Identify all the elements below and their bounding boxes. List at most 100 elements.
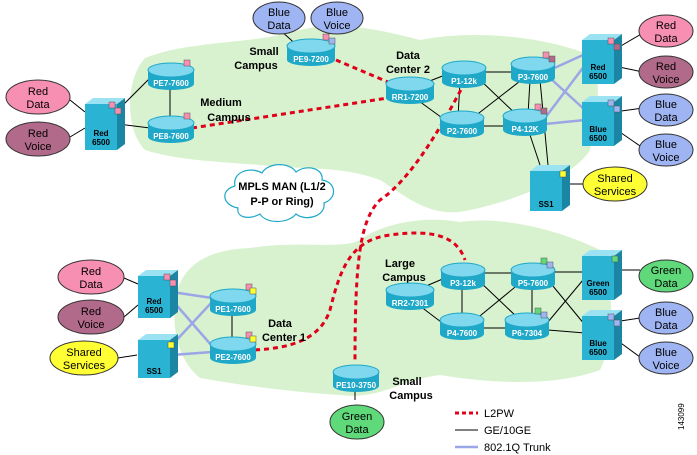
link-reddata-redsw xyxy=(69,99,86,113)
endpoint-blue-data-dc2: Blue Data xyxy=(638,93,694,127)
endpoint-blue-voice-top-1: Blue xyxy=(326,7,348,19)
endpoint-green-data-large: Green Data xyxy=(638,259,694,293)
link-p5-bluesw xyxy=(547,279,586,326)
router-pe10: PE10-3750 xyxy=(332,364,380,392)
router-p4-top-label: P4-12K xyxy=(511,125,538,134)
trunk-pe1-redsw xyxy=(171,290,213,300)
label-small-campus-top-2: Campus xyxy=(234,60,277,72)
endpoint-blue-data-large: Blue Data xyxy=(638,301,694,335)
label-dc1-2: Center 1 xyxy=(262,332,306,344)
endpoint-blue-voice-dc2-2: Voice xyxy=(653,152,680,164)
endpoint-green-data-bottom: Green Data xyxy=(329,404,385,440)
label-dc1-1: Data xyxy=(268,318,293,330)
router-p3-top: P3-7600 xyxy=(510,51,556,84)
endpoint-green-data-bottom-1: Green xyxy=(342,411,373,423)
link-reddata-dc1 xyxy=(123,277,139,285)
endpoint-blue-voice-top-2: Voice xyxy=(324,20,351,32)
endpoint-red-data-left-2: Data xyxy=(26,99,50,111)
router-pe2: PE2-7600 xyxy=(209,331,257,364)
endpoint-red-data-dc2-1: Red xyxy=(656,20,676,32)
endpoint-red-voice-left: Red Voice xyxy=(5,121,71,157)
router-p1: P1-12k xyxy=(441,60,487,88)
endpoint-red-voice-dc1: Red Voice xyxy=(57,299,125,335)
switches: Red 6500 Red 6500 Blue 6500 S xyxy=(85,34,622,378)
switch-ss1-dc2: SS1 xyxy=(530,165,570,211)
l2pw-pe9-rr1 xyxy=(335,58,389,84)
switch-red-dc1-label-1: Red xyxy=(146,297,161,306)
trunk-links xyxy=(171,53,586,357)
router-pe7-label: PE7-7600 xyxy=(153,79,189,88)
switch-red-left-label-1: Red xyxy=(93,129,108,138)
switch-ss1-dc1: SS1 xyxy=(138,334,178,378)
switch-green-large-label-1: Green xyxy=(586,279,609,288)
router-rr1: RR1-7200 xyxy=(385,76,435,104)
switch-green-large-label-2: 6500 xyxy=(589,288,607,297)
router-pe8: PE8-7600 xyxy=(147,112,195,143)
router-pe9-label: PE9-7200 xyxy=(293,55,329,64)
endpoint-blue-data-top: Blue Data xyxy=(252,1,306,35)
l2pw-pe2-p3l xyxy=(254,231,467,352)
switch-blue-large-label-2: 6500 xyxy=(589,348,607,357)
trunk-pe2-ss1 xyxy=(171,350,213,357)
trunk-p3-bluesw xyxy=(549,77,586,111)
router-p6-label: P6-7304 xyxy=(512,329,543,338)
link-redvoice-dc1 xyxy=(123,304,139,318)
switch-red-left-label-2: 6500 xyxy=(92,138,110,147)
mpls-cloud-label-1: MPLS MAN (L1/2 xyxy=(238,181,325,193)
legend: L2PW GE/10GE 802.1Q Trunk xyxy=(455,408,551,454)
link-shared-ss1-dc1 xyxy=(117,354,138,359)
switch-ss1-dc1-label: SS1 xyxy=(146,367,162,376)
endpoint-shared-dc1-2: Services xyxy=(63,360,106,372)
router-p4-large-label: P4-7600 xyxy=(447,329,478,338)
switch-ss1-dc2-label: SS1 xyxy=(538,200,554,209)
router-rr2: RR2-7301 xyxy=(385,282,435,310)
router-p6: P6-7304 xyxy=(504,307,550,340)
router-pe1: PE1-7600 xyxy=(209,283,257,316)
endpoint-shared-dc2-2: Services xyxy=(594,186,637,198)
router-p4-large: P4-7600 xyxy=(439,312,485,340)
switch-blue-dc2-label-2: 6500 xyxy=(589,134,607,143)
router-pe2-label: PE2-7600 xyxy=(215,353,251,362)
endpoint-red-voice-left-2: Voice xyxy=(25,141,52,153)
endpoint-blue-data-top-1: Blue xyxy=(268,7,290,19)
router-p5: P5-7600 xyxy=(510,257,556,290)
endpoints: Blue Data Blue Voice Red Data Red Voice … xyxy=(5,1,694,440)
endpoint-shared-dc2-1: Shared xyxy=(597,173,632,185)
switch-red-dc1: Red 6500 xyxy=(138,270,178,318)
endpoint-blue-voice-dc2: Blue Voice xyxy=(638,133,694,167)
link-p6-bluesw xyxy=(547,329,586,334)
router-p1-label: P1-12k xyxy=(451,77,477,86)
endpoint-blue-data-dc2-2: Data xyxy=(654,112,678,124)
endpoint-green-data-bottom-2: Data xyxy=(345,424,369,436)
endpoint-red-voice-dc1-2: Voice xyxy=(78,319,105,331)
switch-blue-dc2-label-1: Blue xyxy=(589,125,607,134)
router-pe8-label: PE8-7600 xyxy=(153,132,189,141)
label-medium-campus-2: Campus xyxy=(207,112,250,124)
endpoint-red-data-dc1-1: Red xyxy=(81,266,101,278)
router-p3-large: P3-12k xyxy=(440,262,486,290)
trunk-p3-redsw xyxy=(549,53,584,72)
trunk-p4-bluesw xyxy=(544,118,586,126)
endpoint-red-voice-dc1-1: Red xyxy=(81,306,101,318)
endpoint-blue-voice-large-2: Voice xyxy=(653,360,680,372)
label-large-campus-1: Large xyxy=(385,258,415,270)
campus-labels: Small Campus Data Center 2 Medium Campus… xyxy=(200,46,432,402)
router-p4-top: P4-12K xyxy=(502,103,548,136)
switch-red-dc2-label-2: 6500 xyxy=(589,72,607,81)
endpoint-blue-data-top-2: Data xyxy=(267,20,291,32)
router-p2: P2-7600 xyxy=(439,110,485,138)
l2pw-p1-pe10 xyxy=(353,81,467,363)
legend-trunk-label: 802.1Q Trunk xyxy=(484,442,551,454)
trunk-p4-redsw xyxy=(544,64,586,119)
endpoint-blue-voice-top: Blue Voice xyxy=(310,1,364,35)
endpoint-red-voice-dc2-2: Voice xyxy=(653,74,680,86)
endpoint-blue-data-large-2: Data xyxy=(654,320,678,332)
legend-l2pw-label: L2PW xyxy=(484,408,515,420)
endpoint-red-data-dc2-2: Data xyxy=(654,33,678,45)
switch-red-dc2: Red 6500 xyxy=(582,34,622,84)
endpoint-red-data-dc2: Red Data xyxy=(638,14,694,48)
switch-red-dc2-label-1: Red xyxy=(590,63,605,72)
endpoint-blue-voice-large-1: Blue xyxy=(655,347,677,359)
endpoint-red-voice-dc2: Red Voice xyxy=(638,55,694,89)
